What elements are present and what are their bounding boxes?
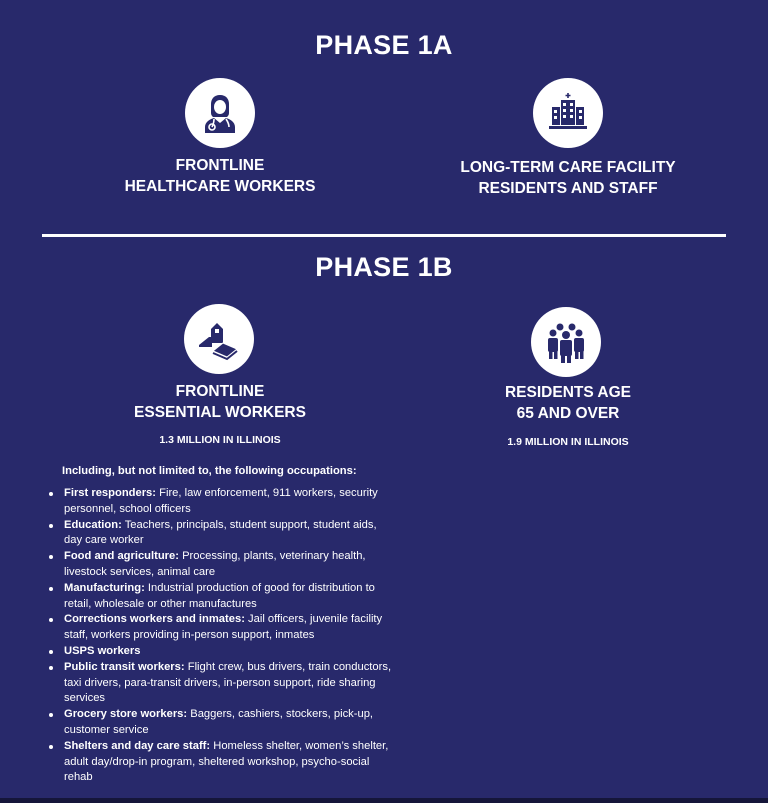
occupation-text: Homeless shelter, women’s shelter, adult… — [64, 739, 389, 784]
occupation-text: Jail officers, juvenile facility staff, … — [64, 613, 383, 642]
title-line-1: LONG-TERM CARE FACILITY — [460, 159, 676, 176]
occupation-label: Corrections workers and inmates: — [64, 613, 245, 626]
occupation-text: Teachers, principals, student support, s… — [64, 518, 377, 547]
long-term-care-title: LONG-TERM CARE FACILITY RESIDENTS AND ST… — [420, 157, 716, 199]
occupation-label: Grocery store workers: — [64, 708, 188, 721]
occupations-intro: Including, but not limited to, the follo… — [62, 465, 357, 477]
title-line-1: FRONTLINE — [175, 157, 265, 174]
occupation-label: Public transit workers: — [64, 660, 185, 673]
essential-workers-count: 1.3 MILLION IN ILLINOIS — [159, 434, 281, 446]
list-item: Public transit workers: Flight crew, bus… — [44, 660, 394, 707]
people-group-icon — [531, 307, 601, 377]
residents-65-count: 1.9 MILLION IN ILLINOIS — [507, 436, 629, 448]
list-item: Shelters and day care staff: Homeless sh… — [44, 739, 394, 786]
occupation-text: Flight crew, bus drivers, train conducto… — [64, 660, 392, 705]
list-item: Manufacturing: Industrial production of … — [44, 581, 394, 613]
list-item: Corrections workers and inmates: Jail of… — [44, 612, 394, 644]
title-line-2: 65 AND OVER — [516, 405, 620, 422]
list-item: Food and agriculture: Processing, plants… — [44, 549, 394, 581]
occupation-text: Industrial production of good for distri… — [64, 581, 375, 610]
occupations-list: First responders: Fire, law enforcement,… — [44, 486, 394, 786]
title-line-1: FRONTLINE — [175, 383, 265, 400]
school-book-icon — [184, 304, 254, 374]
occupation-label: First responders: — [64, 487, 157, 499]
phase-1b-title: PHASE 1B — [315, 252, 453, 282]
title-line-1: RESIDENTS AGE — [504, 384, 632, 401]
occupation-text: Fire, law enforcement, 911 workers, secu… — [64, 487, 378, 515]
section-divider — [42, 234, 726, 237]
doctor-icon — [185, 78, 255, 148]
list-item: First responders: Fire, law enforcement,… — [44, 486, 394, 518]
phase-1a-title: PHASE 1A — [315, 30, 453, 60]
bottom-edge — [0, 798, 768, 803]
occupation-text: Processing, plants, veterinary health, l… — [64, 550, 366, 578]
title-line-2: RESIDENTS AND STAFF — [478, 180, 658, 197]
residents-65-title: RESIDENTS AGE 65 AND OVER — [446, 382, 690, 424]
occupation-label: Shelters and day care staff: — [64, 739, 211, 752]
title-line-2: ESSENTIAL WORKERS — [134, 404, 306, 421]
list-item: Education: Teachers, principals, student… — [44, 518, 394, 550]
frontline-essential-workers-title: FRONTLINE ESSENTIAL WORKERS — [100, 381, 340, 423]
list-item: USPS workers — [44, 644, 394, 660]
occupation-label: Education: — [64, 518, 122, 531]
title-line-2: HEALTHCARE WORKERS — [124, 178, 316, 195]
occupation-text: Baggers, cashiers, stockers, pick-up, cu… — [64, 708, 374, 736]
hospital-building-icon — [533, 78, 603, 148]
occupation-label: Food and agriculture: — [64, 550, 179, 563]
occupation-label: USPS workers — [64, 644, 141, 657]
occupation-label: Manufacturing: — [64, 581, 145, 594]
frontline-healthcare-workers-title: FRONTLINE HEALTHCARE WORKERS — [100, 155, 340, 197]
list-item: Grocery store workers: Baggers, cashiers… — [44, 707, 394, 739]
